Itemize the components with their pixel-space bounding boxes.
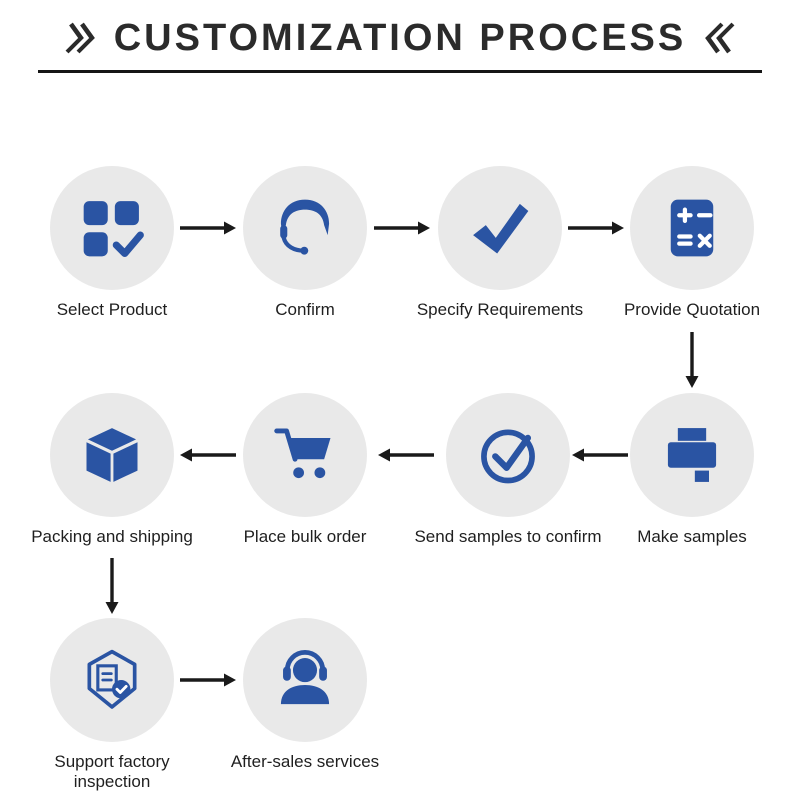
- page-title: CUSTOMIZATION PROCESS: [113, 16, 687, 59]
- step-specify-requirements: Specify Requirements: [405, 166, 595, 320]
- step-label: Select Product: [56, 300, 168, 319]
- flow-arrow-right: [180, 673, 236, 687]
- customer-service-icon: [280, 199, 330, 255]
- step-circle: [50, 618, 174, 742]
- step-label: Specify Requirements: [416, 300, 584, 319]
- calculator-icon: [670, 199, 714, 257]
- factory-inspection-icon: [87, 649, 137, 709]
- step-circle: [630, 393, 754, 517]
- step-label: Support factory inspection: [54, 752, 170, 791]
- title-bar: CUSTOMIZATION PROCESS: [0, 0, 800, 62]
- step-provide-quotation: Provide Quotation: [597, 166, 787, 320]
- step-circle: [630, 166, 754, 290]
- step-after-sales: After-sales services: [210, 618, 400, 772]
- step-circle: [50, 166, 174, 290]
- flow-arrow-down: [105, 558, 119, 614]
- step-circle: [50, 393, 174, 517]
- double-chevron-left-icon: [705, 22, 735, 54]
- step-select-product: Select Product: [17, 166, 207, 320]
- step-packing-shipping: Packing and shipping: [17, 393, 207, 547]
- printer-icon: [667, 428, 717, 482]
- step-place-bulk-order: Place bulk order: [210, 393, 400, 547]
- step-label: Place bulk order: [243, 527, 367, 546]
- flow-arrow-right: [374, 221, 430, 235]
- flow-arrow-right: [568, 221, 624, 235]
- step-circle: [243, 618, 367, 742]
- step-circle: [243, 166, 367, 290]
- step-circle: [446, 393, 570, 517]
- flow-arrow-left: [378, 448, 434, 462]
- step-send-samples: Send samples to confirm: [413, 393, 603, 547]
- step-label: Send samples to confirm: [414, 527, 602, 546]
- step-label: Confirm: [275, 300, 335, 319]
- flow-arrow-down: [685, 332, 699, 388]
- flow-arrow-left: [572, 448, 628, 462]
- step-label: Make samples: [637, 527, 747, 546]
- product-grid-icon: [83, 201, 144, 258]
- step-label: After-sales services: [230, 752, 380, 771]
- package-box-icon: [86, 428, 138, 482]
- step-confirm: Confirm: [210, 166, 400, 320]
- flow-arrow-left: [180, 448, 236, 462]
- headset-support-icon: [280, 649, 330, 705]
- title-divider: [38, 70, 762, 73]
- flow-arrow-right: [180, 221, 236, 235]
- step-label: Packing and shipping: [31, 527, 193, 546]
- step-factory-inspection: Support factory inspection: [17, 618, 207, 792]
- shopping-cart-icon: [274, 428, 331, 479]
- circle-check-icon: [481, 429, 535, 484]
- step-make-samples: Make samples: [597, 393, 787, 547]
- step-circle: [438, 166, 562, 290]
- step-label: Provide Quotation: [623, 300, 761, 319]
- double-chevron-right-icon: [65, 22, 95, 54]
- step-circle: [243, 393, 367, 517]
- check-icon: [473, 203, 529, 254]
